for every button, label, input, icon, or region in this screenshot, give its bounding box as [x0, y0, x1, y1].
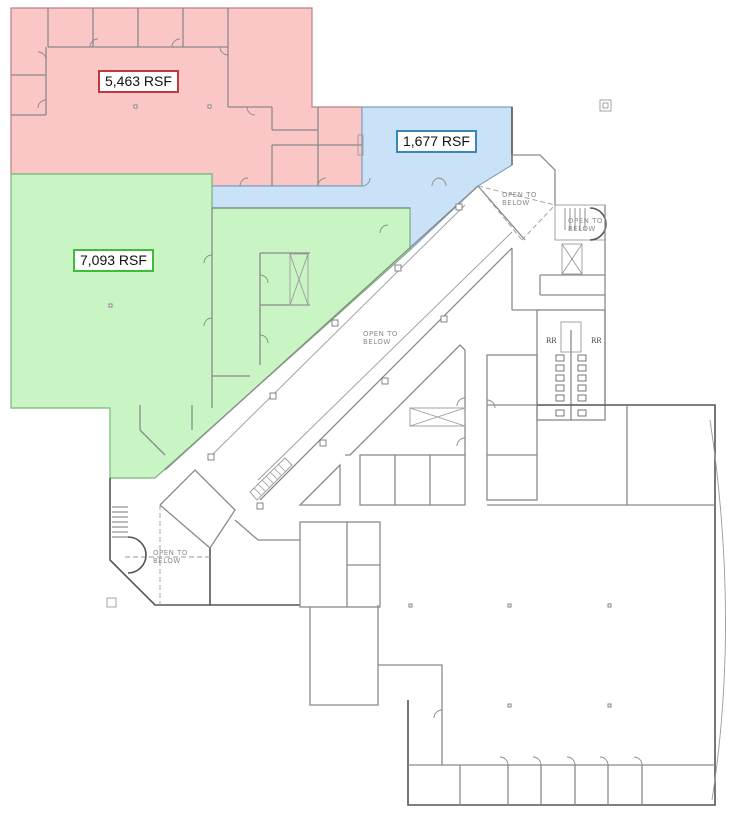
open-to-below-label-2b: BELOW	[568, 225, 596, 233]
open-to-below-label-3b: BELOW	[363, 338, 391, 346]
suite-red-area[interactable]	[10, 7, 363, 187]
open-to-below-label-2: OPEN TO	[568, 217, 603, 225]
restroom-label-right: RR	[591, 337, 602, 345]
red-suite-walls	[11, 8, 362, 187]
lower-left-wing	[106, 469, 381, 608]
east-wing	[309, 404, 726, 806]
open-to-below-label-4: OPEN TO	[153, 549, 188, 557]
central-atrium	[164, 185, 526, 510]
open-to-below-label-3: OPEN TO	[363, 330, 398, 338]
suite-green-label: 7,093 RSF	[73, 249, 154, 272]
open-to-below-label-1b: BELOW	[502, 199, 530, 207]
open-to-below-label-1: OPEN TO	[502, 191, 537, 199]
annotations: OPEN TO BELOW OPEN TO BELOW OPEN TO BELO…	[153, 191, 603, 565]
suite-red-label: 5,463 RSF	[98, 70, 179, 93]
suite-blue-label: 1,677 RSF	[396, 130, 477, 153]
open-to-below-label-4b: BELOW	[153, 557, 181, 565]
green-suite-walls	[108, 207, 410, 456]
middle-rooms	[298, 344, 538, 506]
suite-green-area[interactable]	[10, 173, 411, 479]
restroom-label-left: RR	[546, 337, 557, 345]
restrooms	[536, 309, 606, 421]
upper-right-core	[477, 99, 612, 405]
